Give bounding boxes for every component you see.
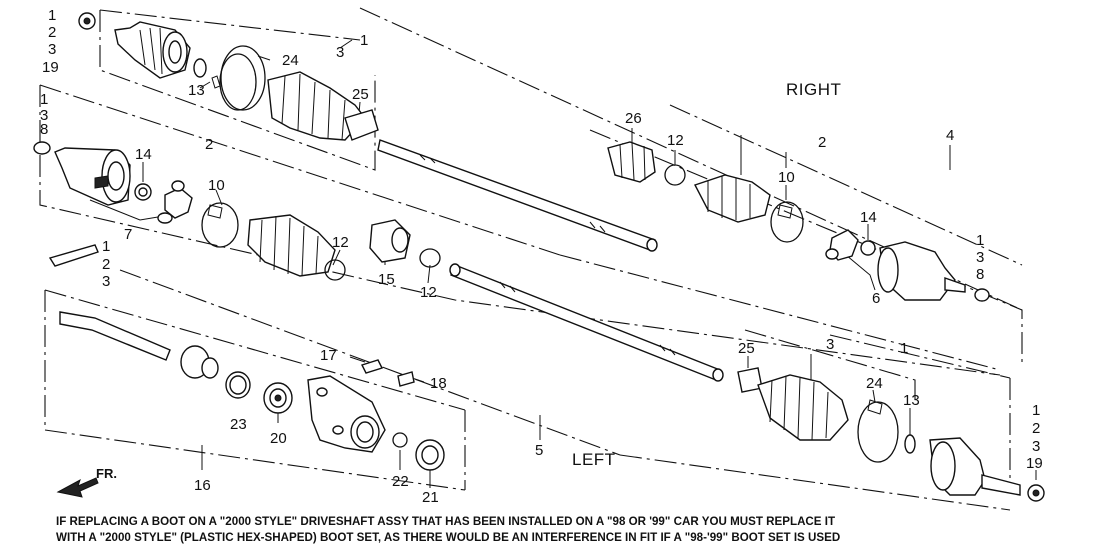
callout-8b: 8 [976,266,985,283]
clip-13-upper [193,58,221,89]
callout-8a: 8 [40,121,49,138]
callout-16: 16 [194,477,211,494]
callout-3g: 3 [1032,438,1041,455]
callout-2a: 2 [48,24,57,41]
callout-3b: 3 [336,44,345,61]
callout-17: 17 [320,347,337,364]
callout-25a: 25 [352,86,369,103]
band-10-right [770,201,804,243]
callout-3e: 3 [976,249,985,266]
callout-20: 20 [270,430,287,447]
callout-1g: 1 [1032,402,1041,419]
bolt-18 [397,371,415,387]
ring-23 [225,371,251,399]
band-12-left [324,259,346,281]
callout-19a: 19 [42,59,59,76]
boot-band-24-upper [219,45,266,111]
boot-lower [757,374,849,441]
callout-12c: 12 [667,132,684,149]
callout-21: 21 [422,489,439,506]
callout-3d: 3 [102,273,111,290]
spider-left [157,180,193,224]
band-25-lower [737,367,763,393]
callout-3c: 3 [40,107,49,124]
diagram-drawing [33,7,1045,511]
callout-3f: 3 [826,336,835,353]
nut-19-lower [1027,484,1045,502]
callout-13b: 13 [903,392,920,409]
callout-4: 4 [946,127,955,144]
callout-26: 26 [625,110,642,127]
callout-10b: 10 [778,169,795,186]
callout-2b: 2 [205,136,214,153]
section-label-left: LEFT [572,450,616,469]
callout-5: 5 [535,442,544,459]
inboard-joint-right [877,241,966,301]
callout-12b: 12 [420,284,437,301]
front-arrow [56,477,99,498]
driveshaft-exploded-diagram [33,7,1045,511]
clip-8-right [974,288,990,302]
callout-24a: 24 [282,52,299,69]
callout-23: 23 [230,416,247,433]
section-label-right: RIGHT [786,80,842,99]
callout-2d: 2 [818,134,827,151]
upper-shaft [377,139,658,252]
upper-outboard-joint [78,12,191,79]
boot-right [694,174,771,223]
clip-13-lower [904,434,916,454]
band-10-left [201,202,239,248]
outboard-joint-lower [929,437,1021,496]
callout-1d: 1 [102,238,111,255]
callout-7: 7 [124,226,133,243]
damper-15 [369,219,411,263]
boot-band-25-upper [344,109,379,141]
callout-2e: 2 [1032,420,1041,437]
boot-replacement-note: IF REPLACING A BOOT ON A "2000 STYLE" DR… [56,514,1076,546]
ring-14-right [860,240,876,256]
callout-14a: 14 [135,146,152,163]
callout-14b: 14 [860,209,877,226]
callout-1e: 1 [976,232,985,249]
bolt-17 [361,359,383,374]
band-12-mid [419,248,441,268]
middle-shaft [449,263,724,382]
callout-1b: 1 [360,32,369,49]
callout-1a: 1 [48,7,57,24]
front-direction-label: FR. [96,466,117,481]
callout-10a: 10 [208,177,225,194]
spider-right [825,229,859,261]
band-12-right [664,164,686,186]
small-tag-part [48,244,99,267]
callout-6: 6 [872,290,881,307]
note-line-1: IF REPLACING A BOOT ON A "2000 STYLE" DR… [56,515,836,528]
band-24-lower [857,399,899,463]
clip-22 [392,432,408,448]
clip-8-left [33,141,51,155]
seal-21 [415,439,445,471]
bearing-20 [263,382,293,414]
callout-18: 18 [430,375,447,392]
callout-12a: 12 [332,234,349,251]
damper-26 [607,141,656,183]
callout-22: 22 [392,473,409,490]
callout-25b: 25 [738,340,755,357]
inboard-joint-left [54,147,131,206]
callout-1f: 1 [900,340,909,357]
callout-24b: 24 [866,375,883,392]
note-line-2: WITH A "2000 STYLE" (PLASTIC HEX-SHAPED)… [56,531,841,544]
boot-left-upper [247,214,336,277]
bearing-support-bracket [307,375,386,453]
callout-1c: 1 [40,91,49,108]
callout-19b: 19 [1026,455,1043,472]
ring-14-left [134,183,152,201]
callout-3a: 3 [48,41,57,58]
callout-13a: 13 [188,82,205,99]
callout-2c: 2 [102,256,111,273]
intermediate-shaft [59,311,219,379]
leader-lines [89,39,1037,488]
callout-15: 15 [378,271,395,288]
